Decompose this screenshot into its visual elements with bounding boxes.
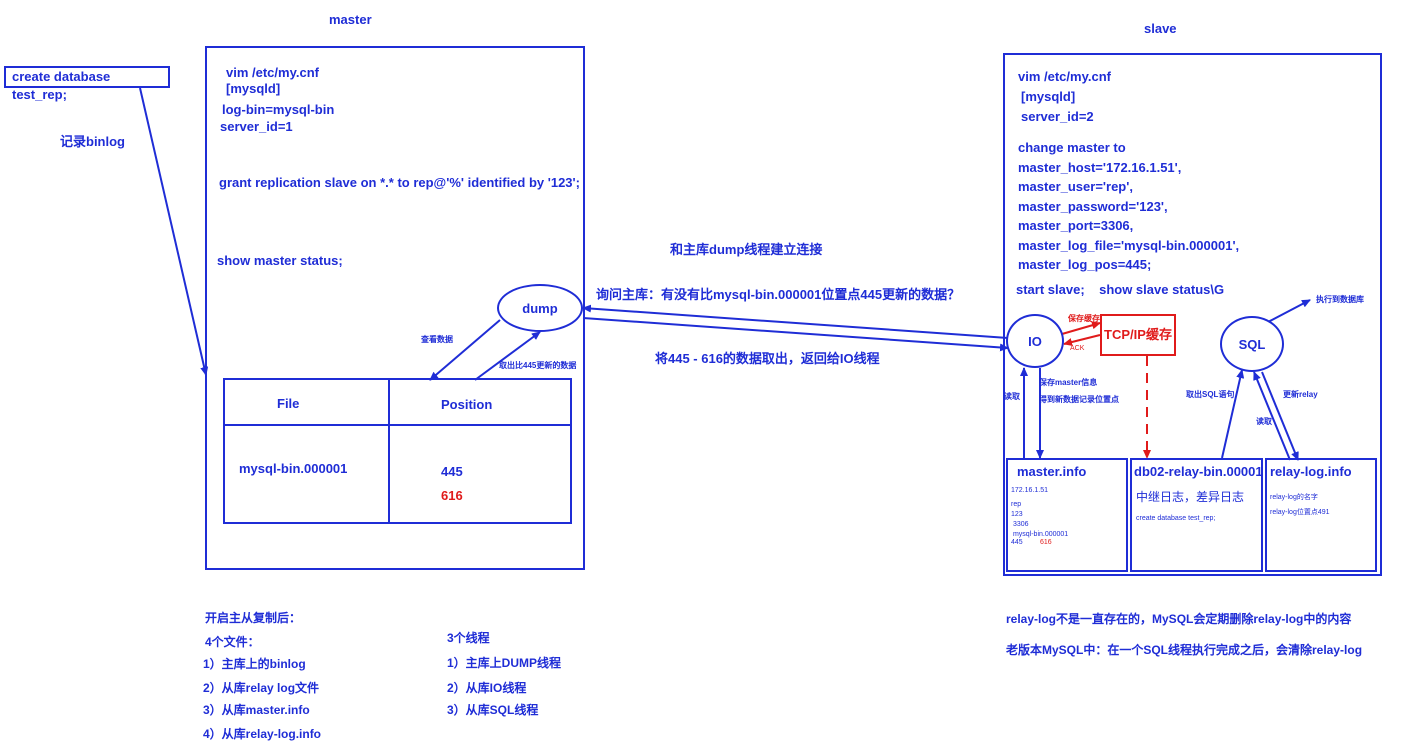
col-position-header: Position (441, 397, 493, 412)
grant-statement: grant replication slave on *.* to rep@'%… (219, 175, 580, 190)
relay-bin-subtitle: 中继日志，差异日志 (1136, 490, 1245, 504)
relay-bin-box (1130, 458, 1263, 572)
change-master-block: change master to master_host='172.16.1.5… (1018, 138, 1239, 275)
master-info-box (1006, 458, 1128, 572)
arrow-view-data (429, 319, 501, 381)
files-heading: 4个文件： (205, 635, 260, 649)
master-config-line4: server_id=1 (220, 119, 293, 134)
fetch-445-label: 取出比445更新的数据 (499, 361, 577, 370)
fetch-sql-label: 取出SQL语句 (1186, 390, 1235, 399)
record-binlog-label: 记录binlog (60, 134, 125, 149)
arrow-fetch (474, 331, 541, 381)
master-box (205, 46, 585, 570)
binlog-table (223, 378, 572, 524)
slave-config: vim /etc/my.cnf [mysqld] server_id=2 (1018, 67, 1111, 127)
arrow-return (582, 317, 1009, 352)
tcp-cache-label: TCP/IP缓存 (1104, 327, 1172, 342)
create-db-box: create database test_rep; (4, 66, 170, 102)
arrow-save-cache (1061, 321, 1101, 335)
arrow-binlog (139, 87, 209, 376)
arrow-read-relay (1253, 371, 1291, 461)
arrow-fetch-sql (1221, 369, 1245, 459)
slave-config-line: master_host='172.16.1.51', (1018, 159, 1182, 175)
master-config-line1: vim /etc/my.cnf (226, 65, 319, 80)
dump-thread: dump (497, 284, 583, 332)
read-right-label: 读取 (1256, 417, 1272, 426)
slave-config-line: master_port=3306, (1018, 218, 1134, 233)
pos-445: 445 (441, 464, 463, 479)
master-info-line: 123 (1011, 511, 1023, 518)
sql-label: SQL (1238, 336, 1266, 352)
file-item: 4）从库relay-log.info (203, 727, 322, 741)
thread-item: 2）从库IO线程 (447, 681, 527, 695)
threads-heading: 3个线程 (447, 631, 490, 645)
slave-config-line: change master to (1018, 140, 1126, 155)
relay-log-info-line1: relay-log的名字 (1270, 494, 1318, 501)
table-row-divider (223, 424, 572, 426)
slave-config-line: [mysqld] (1021, 89, 1076, 104)
relay-log-info-title: relay-log.info (1270, 464, 1352, 479)
arrow-ack (1063, 334, 1101, 346)
view-data-label: 查看数据 (421, 335, 453, 344)
io-label: IO (1028, 333, 1042, 349)
ask-master-label: 询问主库：有没有比mysql-bin.000001位置点445更新的数据？ (596, 287, 961, 302)
relay-bin-title: db02-relay-bin.00001 (1134, 464, 1263, 479)
read-left-label: 读取 (1004, 392, 1020, 401)
relay-log-note-1: relay-log不是一直存在的，MySQL会定期删除relay-log中的内容 (1006, 612, 1352, 626)
relay-log-note-2: 老版本MySQL中：在一个SQL线程执行完成之后，会清除relay-log (1006, 643, 1363, 657)
slave-config-line: master_log_file='mysql-bin.000001', (1018, 237, 1240, 253)
slave-config-line: master_log_pos=445; (1018, 257, 1152, 272)
update-relay-label: 更新relay (1283, 390, 1318, 399)
master-info-line: 172.16.1.51 (1011, 487, 1048, 494)
establish-connection-label: 和主库dump线程建立连接 (670, 242, 823, 257)
master-title: master (329, 12, 372, 27)
arrow-update-relay (1261, 371, 1299, 461)
sql-thread: SQL (1220, 316, 1284, 372)
after-replication-heading: 开启主从复制后： (205, 611, 302, 625)
new-data-pos-label: 得到新数据记录位置点 (1039, 395, 1119, 404)
save-master-info-label: 保存master信息 (1039, 378, 1098, 387)
tcp-cache-box: TCP/IP缓存 (1100, 314, 1176, 356)
save-cache-label: 保存缓存 (1068, 314, 1100, 323)
thread-item: 3）从库SQL线程 (447, 703, 539, 717)
relay-log-info-box (1265, 458, 1377, 572)
master-config-line3: log-bin=mysql-bin (222, 102, 335, 117)
master-info-line: rep (1011, 501, 1022, 508)
master-info-line: 3306 (1011, 521, 1029, 528)
file-item: 2）从库relay log文件 (203, 681, 320, 695)
start-slave-line: start slave; show slave status\G (1016, 282, 1225, 297)
ack-label: ACK (1070, 345, 1085, 352)
io-thread: IO (1006, 314, 1064, 368)
show-master-status: show master status; (217, 253, 343, 268)
slave-config-line: server_id=2 (1021, 109, 1094, 124)
table-col-divider (388, 378, 390, 524)
master-config-line2: [mysqld] (226, 81, 281, 96)
relay-log-info-line2: relay-log位置点491 (1270, 509, 1330, 516)
master-info-lines: 172.16.1.51 rep 123 3306 mysql-bin.00000… (1011, 486, 1068, 540)
master-info-line: mysql-bin.000001 (1011, 531, 1069, 538)
col-file-header: File (277, 396, 300, 411)
exec-to-db-label: 执行到数据库 (1316, 295, 1364, 304)
return-data-label: 将445 - 616的数据取出，返回给IO线程 (655, 351, 880, 366)
slave-config-line: master_password='123', (1018, 198, 1168, 214)
pos-616: 616 (441, 488, 463, 503)
file-value: mysql-bin.000001 (239, 461, 348, 476)
relay-bin-content: create database test_rep; (1136, 515, 1216, 522)
arrow-exec-db (1267, 299, 1311, 323)
file-item: 1）主库上的binlog (203, 657, 306, 671)
slave-config-line: master_user='rep', (1018, 179, 1133, 194)
thread-item: 1）主库上DUMP线程 (447, 656, 562, 670)
master-info-pos-616: 616 (1040, 539, 1052, 546)
arrow-ask (582, 304, 1009, 339)
master-info-title: master.info (1017, 464, 1087, 479)
slave-title: slave (1144, 21, 1177, 36)
master-info-pos-445: 445 (1011, 539, 1023, 546)
create-db-text: create database test_rep; (12, 69, 111, 102)
slave-box (1003, 53, 1382, 576)
dump-label: dump (522, 300, 558, 316)
file-item: 3）从库master.info (203, 703, 310, 717)
slave-config-line: vim /etc/my.cnf (1018, 69, 1111, 84)
